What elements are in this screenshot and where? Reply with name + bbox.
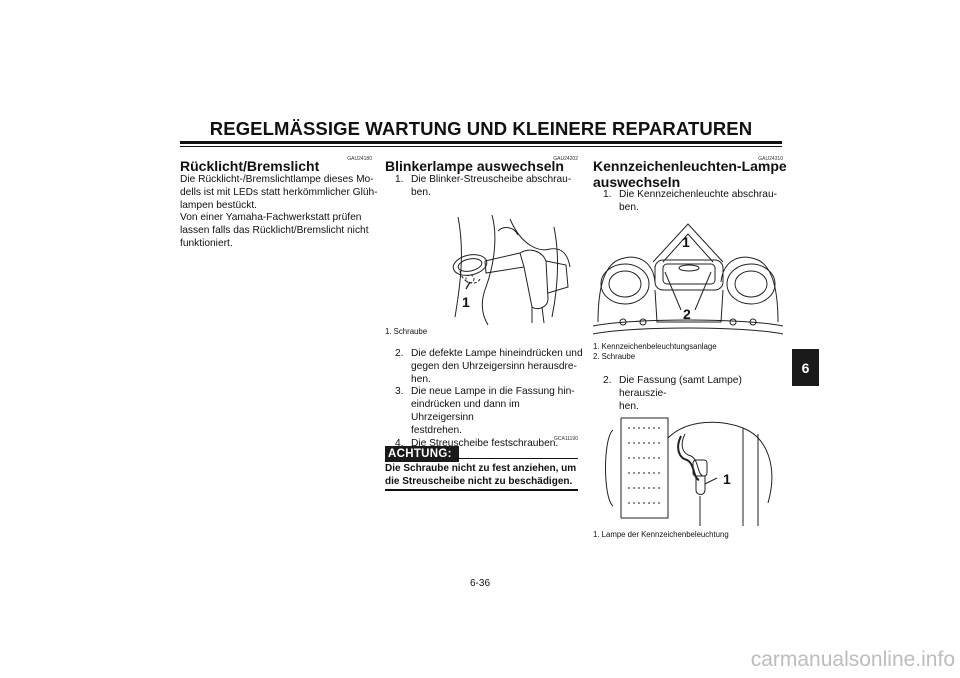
- step-item: 1. Die Blinker-Streuscheibe abschrau- be…: [395, 174, 572, 198]
- section-heading: Blinkerlampe auswechseln: [385, 158, 564, 174]
- license-light-illustration: 1 2: [593, 223, 783, 335]
- step-item: 3. Die neue Lampe in die Fassung hin- ei…: [395, 386, 575, 436]
- figure-label: 1: [462, 294, 470, 310]
- step-item: 2. Die Fassung (samt Lampe) herauszie- h…: [603, 375, 742, 412]
- figure-caption: 1. Kennzeichenbeleuchtungsanlage 2. Schr…: [593, 342, 717, 361]
- step-item: 2. Die defekte Lampe hineindrücken und g…: [395, 348, 583, 385]
- figure-label: 1: [723, 471, 731, 487]
- caution-rule: [385, 489, 578, 491]
- step-list: 2. Die Fassung (samt Lampe) herauszie- h…: [603, 375, 788, 413]
- caution-label: ACHTUNG:: [385, 446, 459, 462]
- title-rule-thin: [180, 146, 782, 147]
- caution-box: ACHTUNG:: [385, 444, 575, 462]
- figure-caption: 1. Schraube: [385, 327, 428, 336]
- caution-rule: [455, 458, 578, 459]
- title-rule: [180, 141, 782, 144]
- bulb-socket-illustration: 1: [605, 417, 773, 526]
- section-code: GAU24202: [553, 156, 578, 162]
- section-body: Die Rücklicht-/Bremslichtlampe dieses Mo…: [180, 174, 378, 249]
- step-list: 1. Die Kennzeichenleuchte abschrau- ben.: [603, 189, 788, 215]
- section-code: GAU24180: [347, 156, 372, 162]
- figure-label: 1: [682, 234, 690, 250]
- step-list: 2. Die defekte Lampe hineindrücken und g…: [395, 348, 585, 450]
- page-title: REGELMÄSSIGE WARTUNG UND KLEINERE REPARA…: [209, 118, 753, 139]
- page-number: 6-36: [469, 578, 490, 589]
- section-code: GAU24310: [758, 156, 783, 162]
- figure-caption: 1. Lampe der Kennzeichenbeleuchtung: [593, 530, 729, 539]
- step-item: 4. Die Streuscheibe festschrauben.: [395, 437, 559, 449]
- chapter-tab: 6: [792, 349, 819, 386]
- figure-label: 2: [683, 306, 691, 322]
- section-heading: Kennzeichenleuchten-Lampe auswechseln: [593, 158, 787, 190]
- section-heading: Rücklicht/Bremslicht: [180, 158, 320, 174]
- step-item: 1. Die Kennzeichenleuchte abschrau- ben.: [603, 189, 778, 213]
- step-list: 1. Die Blinker-Streuscheibe abschrau- be…: [395, 174, 580, 200]
- caution-text: Die Schraube nicht zu fest anziehen, um …: [385, 463, 577, 487]
- caution-code: GCA11190: [554, 436, 578, 442]
- turn-signal-illustration: 1: [452, 214, 571, 326]
- watermark: carmanualsonline.info: [750, 648, 955, 671]
